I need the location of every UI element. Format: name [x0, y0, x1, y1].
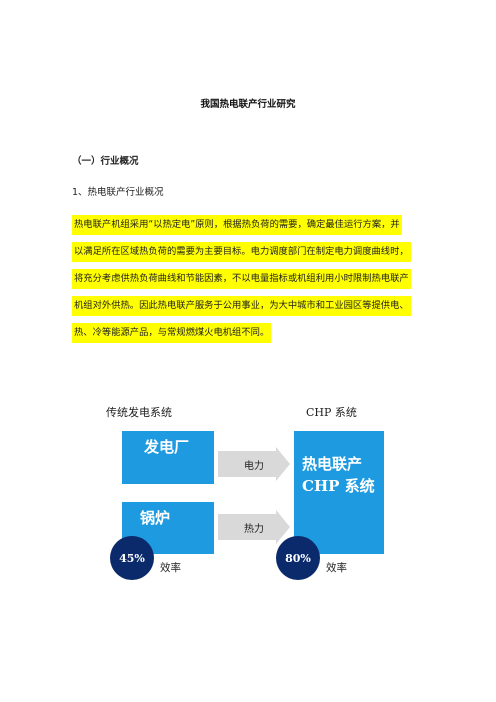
- traditional-efficiency-label: 效率: [160, 562, 181, 574]
- chp-box: 热电联产 CHP 系统: [294, 431, 384, 554]
- chp-efficiency-badge: 80%: [276, 536, 320, 580]
- arrow-right-icon: [218, 510, 290, 544]
- section-heading: （一）行业概况: [72, 156, 139, 167]
- power-arrow: 电力: [218, 447, 290, 481]
- traditional-system-label: 传统发电系统: [106, 406, 172, 419]
- heat-arrow-label: 热力: [244, 524, 264, 535]
- chp-label-line2: CHP 系统: [302, 477, 375, 495]
- chp-label-line1: 热电联产: [302, 455, 363, 473]
- highlighted-paragraph: 热电联产机组采用“以热定电”原则，根据热负荷的需要，确定最佳运行方案，并 以满足…: [72, 212, 432, 347]
- heat-arrow: 热力: [218, 510, 290, 544]
- paragraph-line: 以满足所在区域热负荷的需要为主要目标。电力调度部门在制定电力调度曲线时，: [72, 242, 411, 262]
- paragraph-line: 热、冷等能源产品，与常规燃煤火电机组不同。: [72, 323, 272, 343]
- power-plant-label: 发电厂: [144, 438, 190, 456]
- power-plant-box: 发电厂: [122, 431, 214, 484]
- power-arrow-label: 电力: [244, 461, 264, 472]
- paragraph-line: 热电联产机组采用“以热定电”原则，根据热负荷的需要，确定最佳运行方案，并: [72, 215, 402, 235]
- arrow-right-icon: [218, 447, 290, 481]
- chp-efficiency-label: 效率: [326, 562, 347, 574]
- boiler-label: 锅炉: [140, 509, 171, 527]
- sub-heading: 1、热电联产行业概况: [72, 187, 164, 198]
- chp-comparison-diagram: 传统发电系统 CHP 系统 发电厂 锅炉 热电联产 CHP 系统 电力 热力 4…: [106, 400, 396, 580]
- chp-system-label: CHP 系统: [306, 406, 357, 419]
- paragraph-line: 将充分考虑供热负荷曲线和节能因素，不以电量指标或机组利用小时限制热电联产: [72, 269, 411, 289]
- paragraph-line: 机组对外供热。因此热电联产服务于公用事业，为大中城市和工业园区等提供电、: [72, 296, 411, 316]
- page-title: 我国热电联产行业研究: [200, 99, 296, 110]
- traditional-efficiency-badge: 45%: [110, 536, 154, 580]
